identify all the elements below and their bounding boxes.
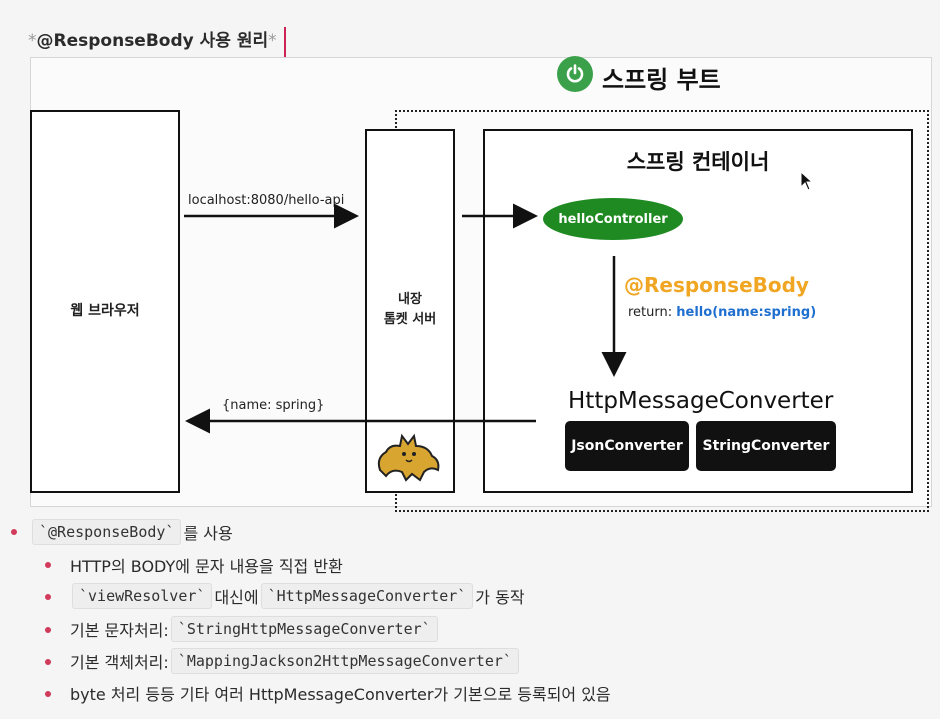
list-item: byte 처리 등등 기타 여러 HttpMessageConverter가 기… xyxy=(70,681,611,705)
section-heading: *@ResponseBody 사용 원리* xyxy=(28,26,277,51)
list-item-text: 대신에 xyxy=(214,588,259,607)
tomcat-server-box xyxy=(365,129,455,493)
return-statement: return: hello(name:spring) xyxy=(628,305,816,320)
web-browser-label: 웹 브라우저 xyxy=(70,303,140,319)
tomcat-server-label: 내장 톰켓 서버 xyxy=(365,290,455,330)
inline-code: `StringHttpMessageConverter` xyxy=(170,616,438,642)
list-item-text: 가 동작 xyxy=(475,588,525,607)
hello-controller-node: helloController xyxy=(543,198,683,240)
inline-code: `MappingJackson2HttpMessageConverter` xyxy=(170,648,519,674)
heading-star-close: * xyxy=(268,31,277,51)
bullet-dot xyxy=(45,659,51,665)
bullet-dot xyxy=(45,562,51,568)
text-cursor xyxy=(284,27,286,57)
inline-code: `viewResolver` xyxy=(72,583,213,609)
list-item-text: 를 사용 xyxy=(183,524,233,543)
bullet-dot xyxy=(11,529,17,535)
spring-container-title: 스프링 컨테이너 xyxy=(626,150,770,174)
request-url-label: localhost:8080/hello-api xyxy=(188,193,345,208)
tomcat-label-line2: 톰켓 서버 xyxy=(383,312,437,327)
return-prefix: return: xyxy=(628,305,673,320)
http-message-converter-title: HttpMessageConverter xyxy=(568,388,834,414)
response-json-label: {name: spring} xyxy=(222,398,325,413)
web-browser-box xyxy=(30,110,180,493)
spring-boot-label: 스프링 부트 xyxy=(602,66,721,94)
bullet-dot xyxy=(45,594,51,600)
tomcat-label-line1: 내장 xyxy=(398,292,422,307)
bullet-dot xyxy=(45,627,51,633)
responsebody-annotation: @ResponseBody xyxy=(624,273,809,297)
power-icon xyxy=(557,56,593,92)
heading-star-open: * xyxy=(28,31,37,51)
json-converter-box: JsonConverter xyxy=(565,421,689,471)
list-item-text: HTTP의 BODY에 문자 내용을 직접 반환 xyxy=(70,557,343,576)
bullet-dot xyxy=(45,691,51,697)
list-item: 기본 객체처리: `MappingJackson2HttpMessageConv… xyxy=(70,648,521,674)
string-converter-box: StringConverter xyxy=(696,421,836,471)
return-value: hello(name:spring) xyxy=(676,305,817,320)
inline-code: `HttpMessageConverter` xyxy=(260,583,474,609)
list-item-text: 기본 객체처리: xyxy=(70,653,169,672)
mouse-cursor-icon xyxy=(800,170,814,195)
list-item: `viewResolver` 대신에 `HttpMessageConverter… xyxy=(70,583,525,609)
list-item: HTTP의 BODY에 문자 내용을 직접 반환 xyxy=(70,553,343,577)
list-item-text: byte 처리 등등 기타 여러 HttpMessageConverter가 기… xyxy=(70,685,611,704)
list-item-text: 기본 문자처리: xyxy=(70,621,169,640)
heading-title[interactable]: @ResponseBody 사용 원리 xyxy=(36,31,269,51)
list-item: 기본 문자처리: `StringHttpMessageConverter` xyxy=(70,616,440,642)
inline-code: `@ResponseBody` xyxy=(32,519,182,545)
list-item: `@ResponseBody` 를 사용 xyxy=(30,519,233,545)
tomcat-logo xyxy=(372,430,446,486)
